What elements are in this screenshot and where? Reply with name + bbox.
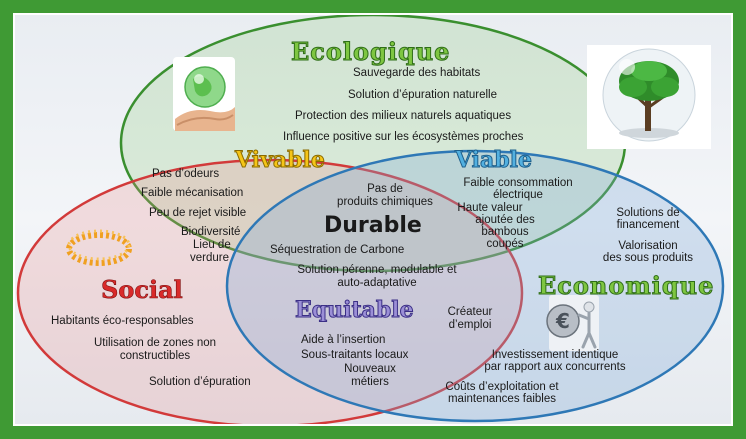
social-item: Utilisation de zones non — [93, 337, 217, 349]
equitable-item: Aide à l’insertion — [301, 334, 386, 346]
social-item: constructibles — [119, 350, 191, 362]
durable-item: produits chimiques — [337, 196, 433, 208]
social-item: Solution d’épuration — [149, 376, 251, 388]
ecologique-title: Ecologique — [290, 37, 451, 67]
economique-bottom-item: par rapport aux concurrents — [484, 361, 626, 373]
ecologique-item: Protection des milieux naturels aquatiqu… — [295, 110, 512, 122]
svg-text:€: € — [555, 309, 570, 333]
equitable-title: Equitable — [295, 297, 415, 324]
vivable-item: Biodiversité — [181, 226, 241, 238]
economique-bottom-item: Coûts d’exploitation et — [445, 381, 559, 393]
ecologique-item: Sauvegarde des habitats — [353, 67, 481, 79]
viable-item: coupés — [486, 238, 524, 250]
vivable-item: Pas d’odeurs — [152, 168, 220, 180]
equitable-item: métiers — [351, 376, 389, 388]
equitable-item: Nouveaux — [344, 363, 396, 375]
economique-circle — [225, 149, 725, 423]
durable-item: Solution pérenne, modulable et — [297, 264, 457, 276]
economique-bottom-item: maintenances faibles — [447, 393, 557, 405]
equitable-item: d’emploi — [448, 319, 492, 331]
economique-bottom-item: Investissement identique — [491, 349, 619, 361]
social-circle — [16, 158, 524, 424]
economique-item: financement — [616, 219, 680, 231]
people-circle-icon — [66, 229, 132, 266]
ecologique-item: Solution d’épuration naturelle — [348, 89, 497, 101]
economique-title: Economique — [537, 271, 715, 301]
durable-item: Séquestration de Carbone — [270, 244, 405, 256]
durable-item: auto-adaptative — [337, 277, 417, 289]
equitable-item: Sous-traitants locaux — [301, 349, 409, 361]
social-item: Habitants éco-responsables — [51, 315, 194, 327]
diagram-canvas: € Ecologique Vivable Viable Durable Soci… — [13, 13, 733, 426]
viable-title: Viable — [454, 147, 533, 174]
social-title: Social — [101, 275, 183, 305]
venn-diagram: € — [16, 15, 725, 424]
vivable-item: verdure — [190, 252, 229, 264]
viable-item: Faible consommation — [463, 177, 573, 189]
equitable-item: Créateur — [447, 306, 493, 318]
vivable-item: Faible mécanisation — [141, 187, 244, 199]
vivable-title: Vivable — [235, 147, 326, 174]
vivable-item: Peu de rejet visible — [149, 207, 247, 219]
durable-item: Pas de — [367, 183, 403, 195]
viable-item: ajoutée des — [475, 214, 535, 226]
economique-item: des sous produits — [602, 252, 694, 264]
viable-item: Haute valeur — [457, 202, 523, 214]
vivable-item: Lieu de — [193, 239, 231, 251]
tree-in-bubble-icon — [587, 45, 711, 149]
euro-figure-icon: € — [546, 295, 599, 351]
durable-title: Durable — [324, 213, 422, 238]
economique-item: Valorisation — [618, 240, 678, 252]
globe-in-hands-icon — [173, 57, 235, 131]
economique-item: Solutions de — [616, 207, 680, 219]
viable-item: électrique — [493, 189, 543, 201]
viable-item: bambous — [481, 226, 529, 238]
ecologique-item: Influence positive sur les écosystèmes p… — [283, 131, 524, 143]
